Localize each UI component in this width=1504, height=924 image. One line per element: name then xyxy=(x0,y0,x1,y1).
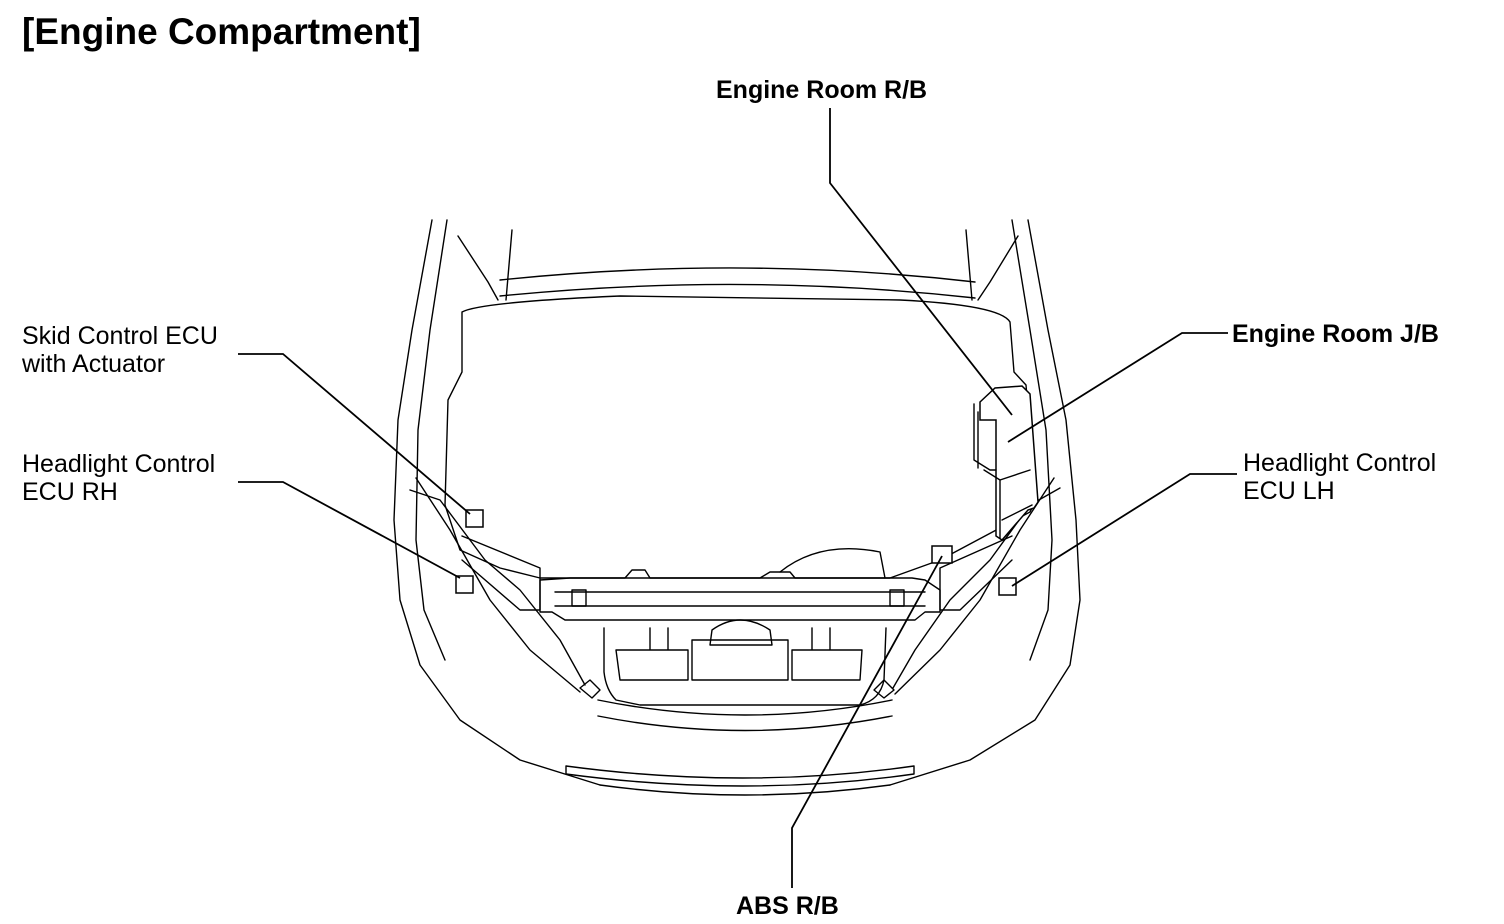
engine-bay-outline xyxy=(444,295,1037,579)
headlight-ecu-rh-module xyxy=(455,575,474,594)
reservoir-cap xyxy=(779,548,886,579)
leader-headlight-lh xyxy=(1011,473,1237,587)
leader-headlight-rh xyxy=(238,481,461,579)
label-engine-room-rb: Engine Room R/B xyxy=(716,76,928,104)
latch-left xyxy=(571,589,587,607)
grille-left-panel xyxy=(615,627,689,681)
grille-center-panel xyxy=(691,639,789,681)
headlight-ecu-lh-module xyxy=(998,577,1017,596)
label-skid-control-ecu: Skid Control ECU with Actuator xyxy=(22,322,218,378)
pillar-right xyxy=(977,235,1019,301)
bumper-line-1 xyxy=(597,699,893,716)
grille-outline xyxy=(603,627,887,706)
car-front-outline xyxy=(393,219,1081,796)
label-headlight-control-rh: Headlight Control ECU RH xyxy=(22,450,216,506)
fender-left xyxy=(409,489,586,686)
skid-control-ecu-module xyxy=(465,509,484,528)
hood-mount-right xyxy=(873,679,895,699)
fender-right xyxy=(892,487,1061,689)
abs-rb-module xyxy=(931,545,953,564)
hood-mount-left xyxy=(579,679,601,699)
fender-right-inner xyxy=(894,477,1055,695)
bumper-slot xyxy=(565,765,915,787)
radiator-support-inner xyxy=(554,591,926,607)
bumper-line-2 xyxy=(597,715,893,732)
grille-right-panel xyxy=(791,627,863,681)
label-headlight-control-lh: Headlight Control ECU LH xyxy=(1243,449,1437,505)
cowl-top xyxy=(499,267,976,283)
inner-body-left xyxy=(415,219,448,661)
leader-abs-rb xyxy=(791,555,943,888)
pillar-left xyxy=(457,235,499,301)
pillar-left-inner xyxy=(505,229,513,301)
leader-skid-control-ecu xyxy=(238,353,471,515)
label-engine-room-jb: Engine Room J/B xyxy=(1232,320,1439,348)
fender-left-inner xyxy=(415,477,581,693)
pillar-right-inner xyxy=(965,229,973,301)
latch-right xyxy=(889,589,905,607)
leader-engine-room-jb xyxy=(1007,332,1228,443)
label-abs-rb: ABS R/B xyxy=(736,892,839,920)
page-title: [Engine Compartment] xyxy=(22,11,421,52)
engine-room-jb-box xyxy=(973,385,1039,541)
body-outline-right xyxy=(889,219,1081,786)
radiator-support xyxy=(539,569,941,621)
leader-engine-room-rb xyxy=(829,108,1013,416)
cowl-bottom xyxy=(499,283,976,299)
grille-emblem xyxy=(709,619,773,646)
body-outline-left xyxy=(393,219,601,786)
bumper-bottom xyxy=(599,784,891,796)
